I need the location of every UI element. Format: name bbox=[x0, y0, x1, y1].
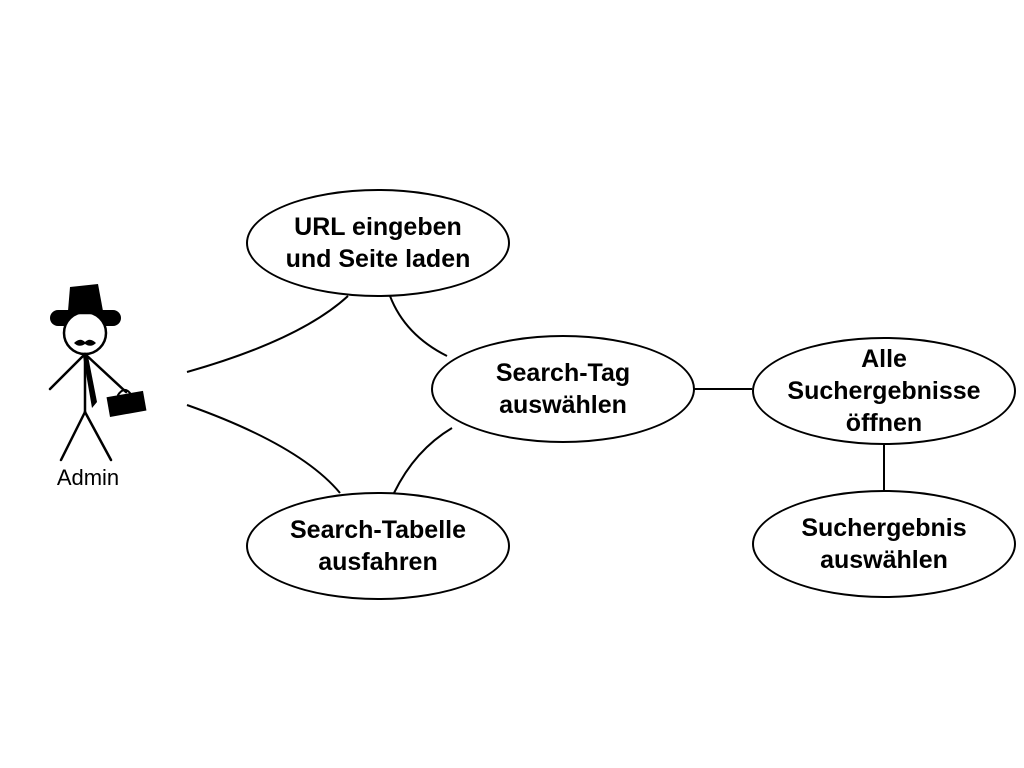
admin-actor-icon bbox=[48, 284, 147, 462]
use-case-suchergebnis-auswaehlen[interactable]: Suchergebnis auswählen bbox=[752, 490, 1016, 598]
use-case-search-tag[interactable]: Search-Tag auswählen bbox=[431, 335, 695, 443]
connection-url-tag bbox=[389, 295, 448, 357]
use-case-search-tabelle[interactable]: Search-Tabelle ausfahren bbox=[246, 492, 510, 600]
top-hat-icon bbox=[68, 284, 103, 311]
connection-tabelle-tag bbox=[393, 427, 453, 494]
mustache-icon bbox=[74, 339, 96, 346]
use-case-alle-suchergebnisse[interactable]: Alle Suchergebnisse öffnen bbox=[752, 337, 1016, 445]
briefcase-icon bbox=[106, 389, 147, 417]
connection-actor-tabelle bbox=[186, 404, 341, 494]
tie-icon bbox=[83, 356, 97, 408]
use-case-url-eingeben[interactable]: URL eingeben und Seite laden bbox=[246, 189, 510, 297]
connection-actor-url bbox=[186, 295, 349, 373]
actor-label: Admin bbox=[56, 465, 120, 490]
